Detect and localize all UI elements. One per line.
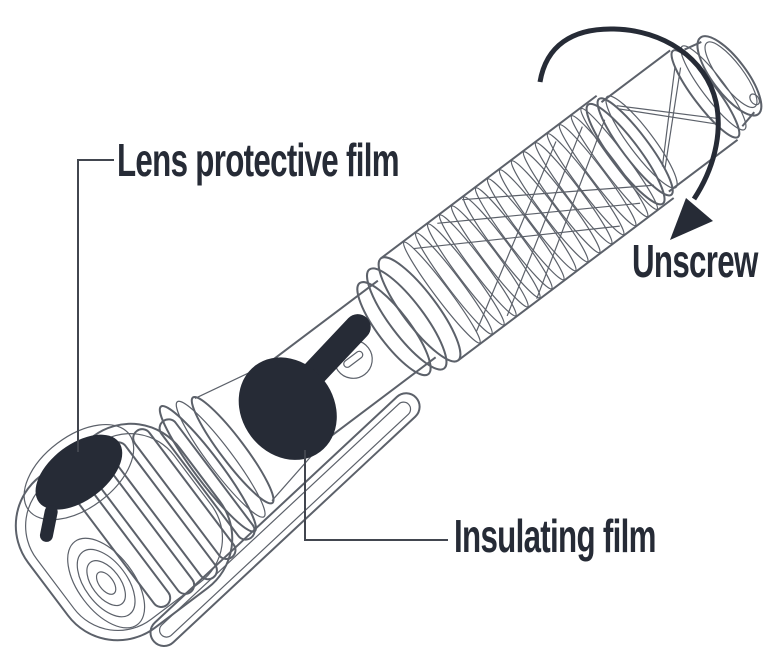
insulating-film-leader-line [304,450,448,541]
lens-film-leader-line [77,159,114,452]
tail-cap [600,35,763,193]
unscrew-label: Unscrew [632,235,758,287]
pocket-clip [149,392,421,647]
lanyard-hole [749,93,761,106]
lens-film-label: Lens protective film [117,134,400,186]
body-tube [356,94,675,377]
switch-button [67,537,146,629]
knurl-ribs [402,107,659,344]
tail-cap-cross-grip [616,66,720,170]
insulating-film-disc [238,357,337,460]
unscrew-arrowhead-icon [670,198,713,240]
tail-end-face [696,35,763,117]
knurl-spiral-grooves [413,119,655,332]
lens-protective-film [35,434,123,542]
flashlight-head [14,418,256,642]
tube-end-ring [585,102,666,206]
insulating-film-label: Insulating film [454,510,656,562]
tube-end-ring [596,97,674,197]
insulating-film [238,314,371,460]
unscrew-arrow-arc [537,26,721,201]
lens-film-tab [39,505,58,542]
unscrew-arrow-icon [537,26,721,240]
tube-mouth-ring [366,267,448,371]
lens-film-disc [35,434,123,510]
